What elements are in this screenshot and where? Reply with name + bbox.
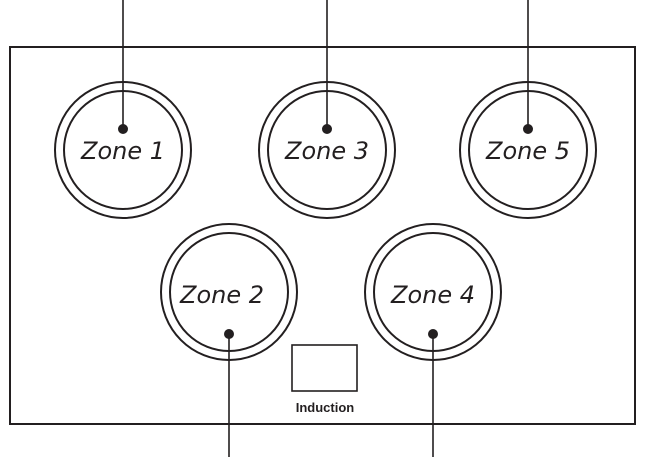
- zone-3-inner-ring: [267, 90, 387, 210]
- zone-1-label: Zone 1: [80, 137, 165, 165]
- zone-2-label: Zone 2: [179, 281, 264, 309]
- zone-2-pointer-dot: [224, 329, 234, 339]
- zone-1: Zone 1: [54, 0, 192, 219]
- zone-3: Zone 3: [258, 0, 396, 219]
- cooktop-outline: [9, 46, 636, 425]
- induction-label: Induction: [296, 400, 355, 415]
- induction-badge-box: [291, 344, 358, 392]
- zone-5: Zone 5: [459, 0, 597, 219]
- zone-3-pointer-dot: [322, 124, 332, 134]
- zone-5-label: Zone 5: [485, 137, 570, 165]
- zone-5-outer-ring: [459, 81, 597, 219]
- zone-3-label: Zone 3: [284, 137, 369, 165]
- zone-1-pointer-dot: [118, 124, 128, 134]
- zone-1-inner-ring: [63, 90, 183, 210]
- zone-4: Zone 4: [364, 223, 502, 457]
- zone-4-outer-ring: [364, 223, 502, 361]
- zone-1-outer-ring: [54, 81, 192, 219]
- zone-5-inner-ring: [468, 90, 588, 210]
- zone-3-outer-ring: [258, 81, 396, 219]
- zone-5-pointer-dot: [523, 124, 533, 134]
- zone-4-pointer-dot: [428, 329, 438, 339]
- induction-badge: Induction: [291, 344, 358, 415]
- zone-2-inner-ring: [169, 232, 289, 352]
- zone-4-label: Zone 4: [390, 281, 475, 309]
- zone-2-outer-ring: [160, 223, 298, 361]
- zone-2: Zone 2: [160, 223, 298, 457]
- zone-4-inner-ring: [373, 232, 493, 352]
